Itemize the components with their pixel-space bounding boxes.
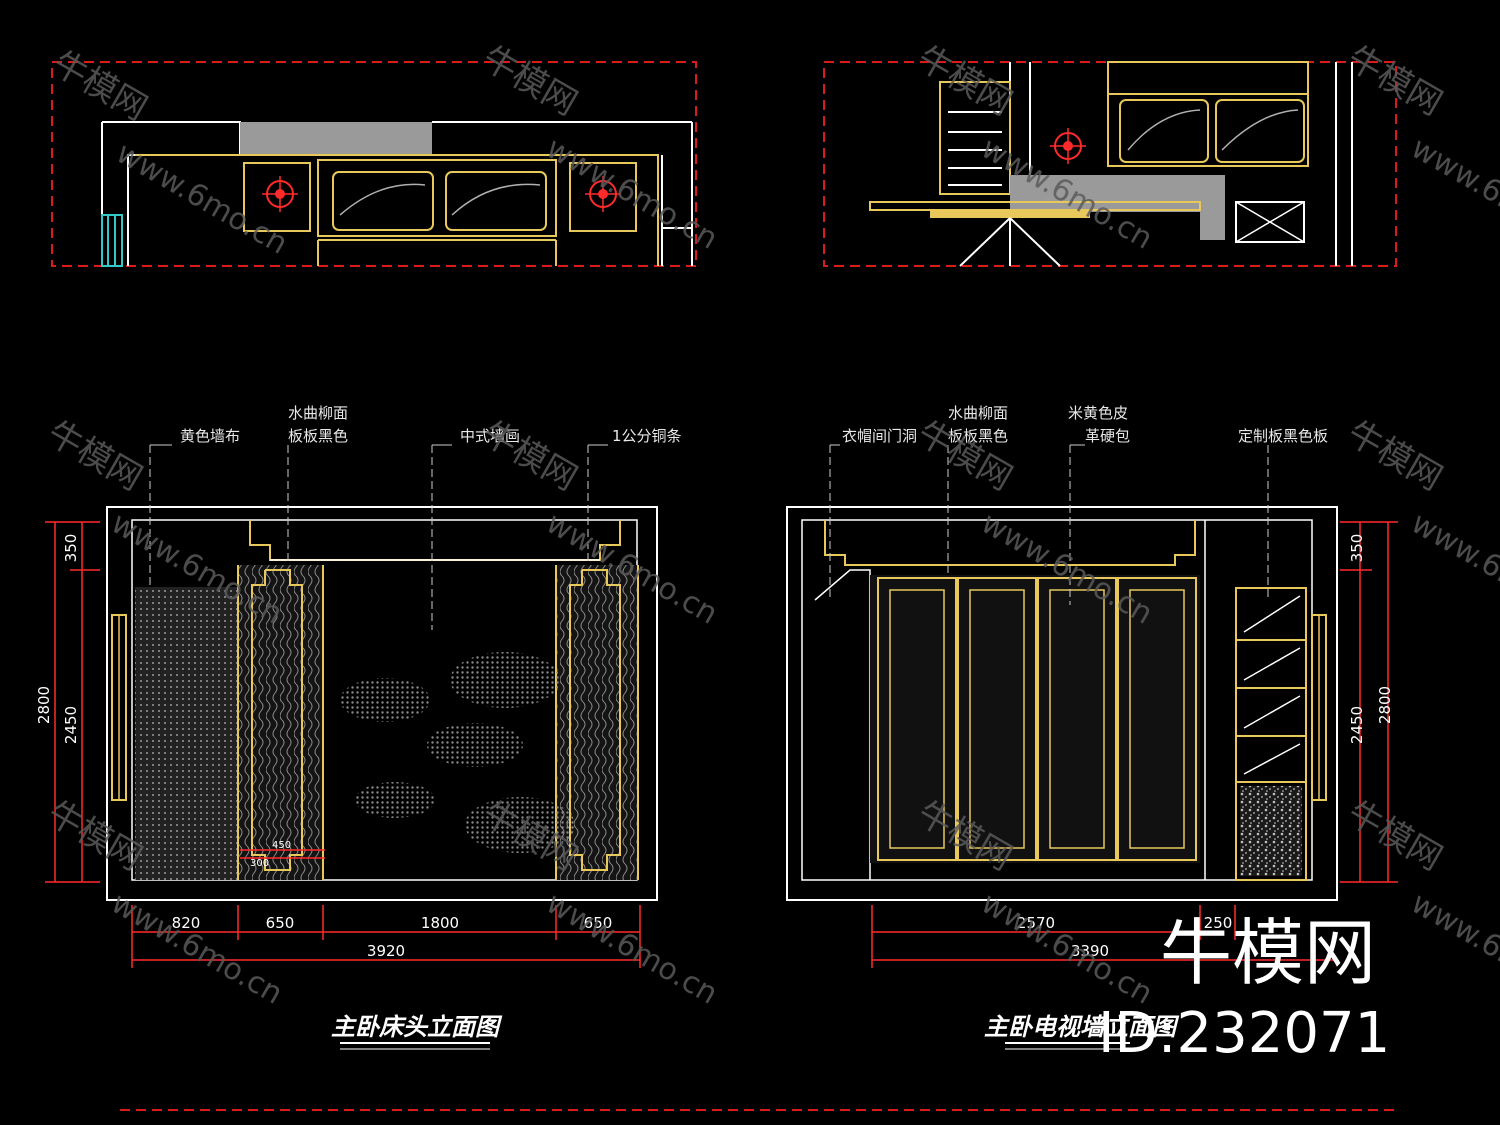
label-beige-leather: 米黄色皮 xyxy=(1068,404,1128,422)
chinese-wall-painting xyxy=(340,652,575,853)
soft-panel-inner xyxy=(1049,589,1105,849)
label-copper-strip: 1公分铜条 xyxy=(612,427,682,445)
pillow-plan xyxy=(1119,99,1209,163)
label-ash-veneer-right: 水曲柳面 xyxy=(948,404,1008,422)
shelf-diag xyxy=(1243,743,1301,775)
plan-right-boundary xyxy=(823,61,1397,267)
top-right-plan xyxy=(823,61,1397,267)
soft-panel-inner xyxy=(969,589,1025,849)
dim-3390: 3390 xyxy=(1071,942,1109,960)
pillow-right xyxy=(445,171,547,231)
plan-left-cyan-door xyxy=(101,214,123,267)
dim-left-2800: 2800 xyxy=(35,686,53,724)
model-id: ID:232071 xyxy=(1098,1001,1390,1066)
desk-tv xyxy=(930,210,1090,218)
pillow-curve xyxy=(1127,109,1201,151)
panel-frame-left xyxy=(251,569,303,871)
top-left-plan xyxy=(51,61,697,267)
nightstand-left xyxy=(243,162,311,232)
plan-left-gold-outline xyxy=(135,154,659,266)
label-black-board: 板板黑色 xyxy=(288,427,348,445)
label-chinese-painting: 中式墙画 xyxy=(460,427,520,445)
soft-panel-inner xyxy=(1129,589,1185,849)
soft-panel-inner xyxy=(889,589,945,849)
desk-leg xyxy=(1009,217,1061,267)
label-black-board-right: 板板黑色 xyxy=(948,427,1008,445)
shelf-diag xyxy=(1243,647,1301,681)
dim-3920: 3920 xyxy=(367,942,405,960)
dim-left-350: 350 xyxy=(62,534,80,563)
brand-logo-text: 牛模网 xyxy=(1160,911,1376,995)
label-hard-pack: 革硬包 xyxy=(1085,427,1130,445)
dim-right-2450: 2450 xyxy=(1348,706,1366,744)
pillow-plan xyxy=(1215,99,1305,163)
speckle-panel xyxy=(1240,786,1302,876)
cloud-pattern xyxy=(355,782,435,818)
nightstand-right xyxy=(569,162,637,232)
detail-dim-300: 300 xyxy=(250,858,269,869)
bed-plan xyxy=(1107,93,1309,167)
soft-panel xyxy=(1117,577,1197,861)
soft-panel xyxy=(877,577,957,861)
label-custom-black-board: 定制板黑色板 xyxy=(1238,427,1328,445)
bed-headboard xyxy=(317,159,557,237)
right-ceiling-molding xyxy=(824,520,1196,566)
pillow-curve xyxy=(1221,109,1299,151)
cloud-pattern xyxy=(465,797,575,853)
shelf-diag xyxy=(1243,595,1301,633)
pillow-curve xyxy=(339,183,426,216)
dim-650-right: 650 xyxy=(584,914,613,932)
left-room-outline xyxy=(106,506,658,901)
cabinet-plan xyxy=(1235,201,1305,243)
plan-right-gray-block xyxy=(1010,175,1225,240)
dim-820: 820 xyxy=(172,914,201,932)
dim-250: 250 xyxy=(1204,914,1233,932)
dim-2570: 2570 xyxy=(1017,914,1055,932)
dim-left-2450: 2450 xyxy=(62,706,80,744)
right-elevation: 衣帽间门洞 水曲柳面 板板黑色 米黄色皮 革硬包 定制板黑色板 350 2450… xyxy=(786,404,1398,1050)
desk-leg xyxy=(959,217,1011,267)
plan-left-gray-block xyxy=(240,122,432,154)
soft-panel xyxy=(957,577,1037,861)
wallcloth-texture xyxy=(135,587,238,880)
label-yellow-wallcloth: 黄色墙布 xyxy=(180,427,240,445)
wardrobe-shelves xyxy=(939,81,1011,195)
label-closet-door: 衣帽间门洞 xyxy=(842,427,917,445)
shelf-diag xyxy=(1243,695,1301,729)
pillow-curve xyxy=(451,183,541,216)
left-elevation: 450 300 黄色墙布 水曲柳面 板板黑色 中式墙画 1公分铜条 350 28… xyxy=(35,404,682,1050)
pillow-left xyxy=(332,171,434,231)
cloud-pattern xyxy=(427,723,523,767)
label-ash-veneer: 水曲柳面 xyxy=(288,404,348,422)
right-room-outline xyxy=(786,506,1338,901)
soft-panel xyxy=(1037,577,1117,861)
dim-right-350: 350 xyxy=(1348,534,1366,563)
dim-right-2800: 2800 xyxy=(1376,686,1394,724)
cloud-pattern xyxy=(450,652,560,708)
dim-1800: 1800 xyxy=(421,914,459,932)
detail-dim-450: 450 xyxy=(272,840,291,851)
right-elevation-title: 主卧电视墙立面图 xyxy=(984,1013,1180,1041)
cloud-pattern xyxy=(340,678,430,722)
dim-650: 650 xyxy=(266,914,295,932)
leather-soft-panels xyxy=(877,577,1197,861)
cabinet-x xyxy=(1235,201,1305,243)
plan-left-boundary xyxy=(51,61,697,267)
panel-frame-right xyxy=(569,569,621,871)
left-elevation-title: 主卧床头立面图 xyxy=(331,1013,503,1041)
shelf-cabinet xyxy=(1235,587,1307,881)
